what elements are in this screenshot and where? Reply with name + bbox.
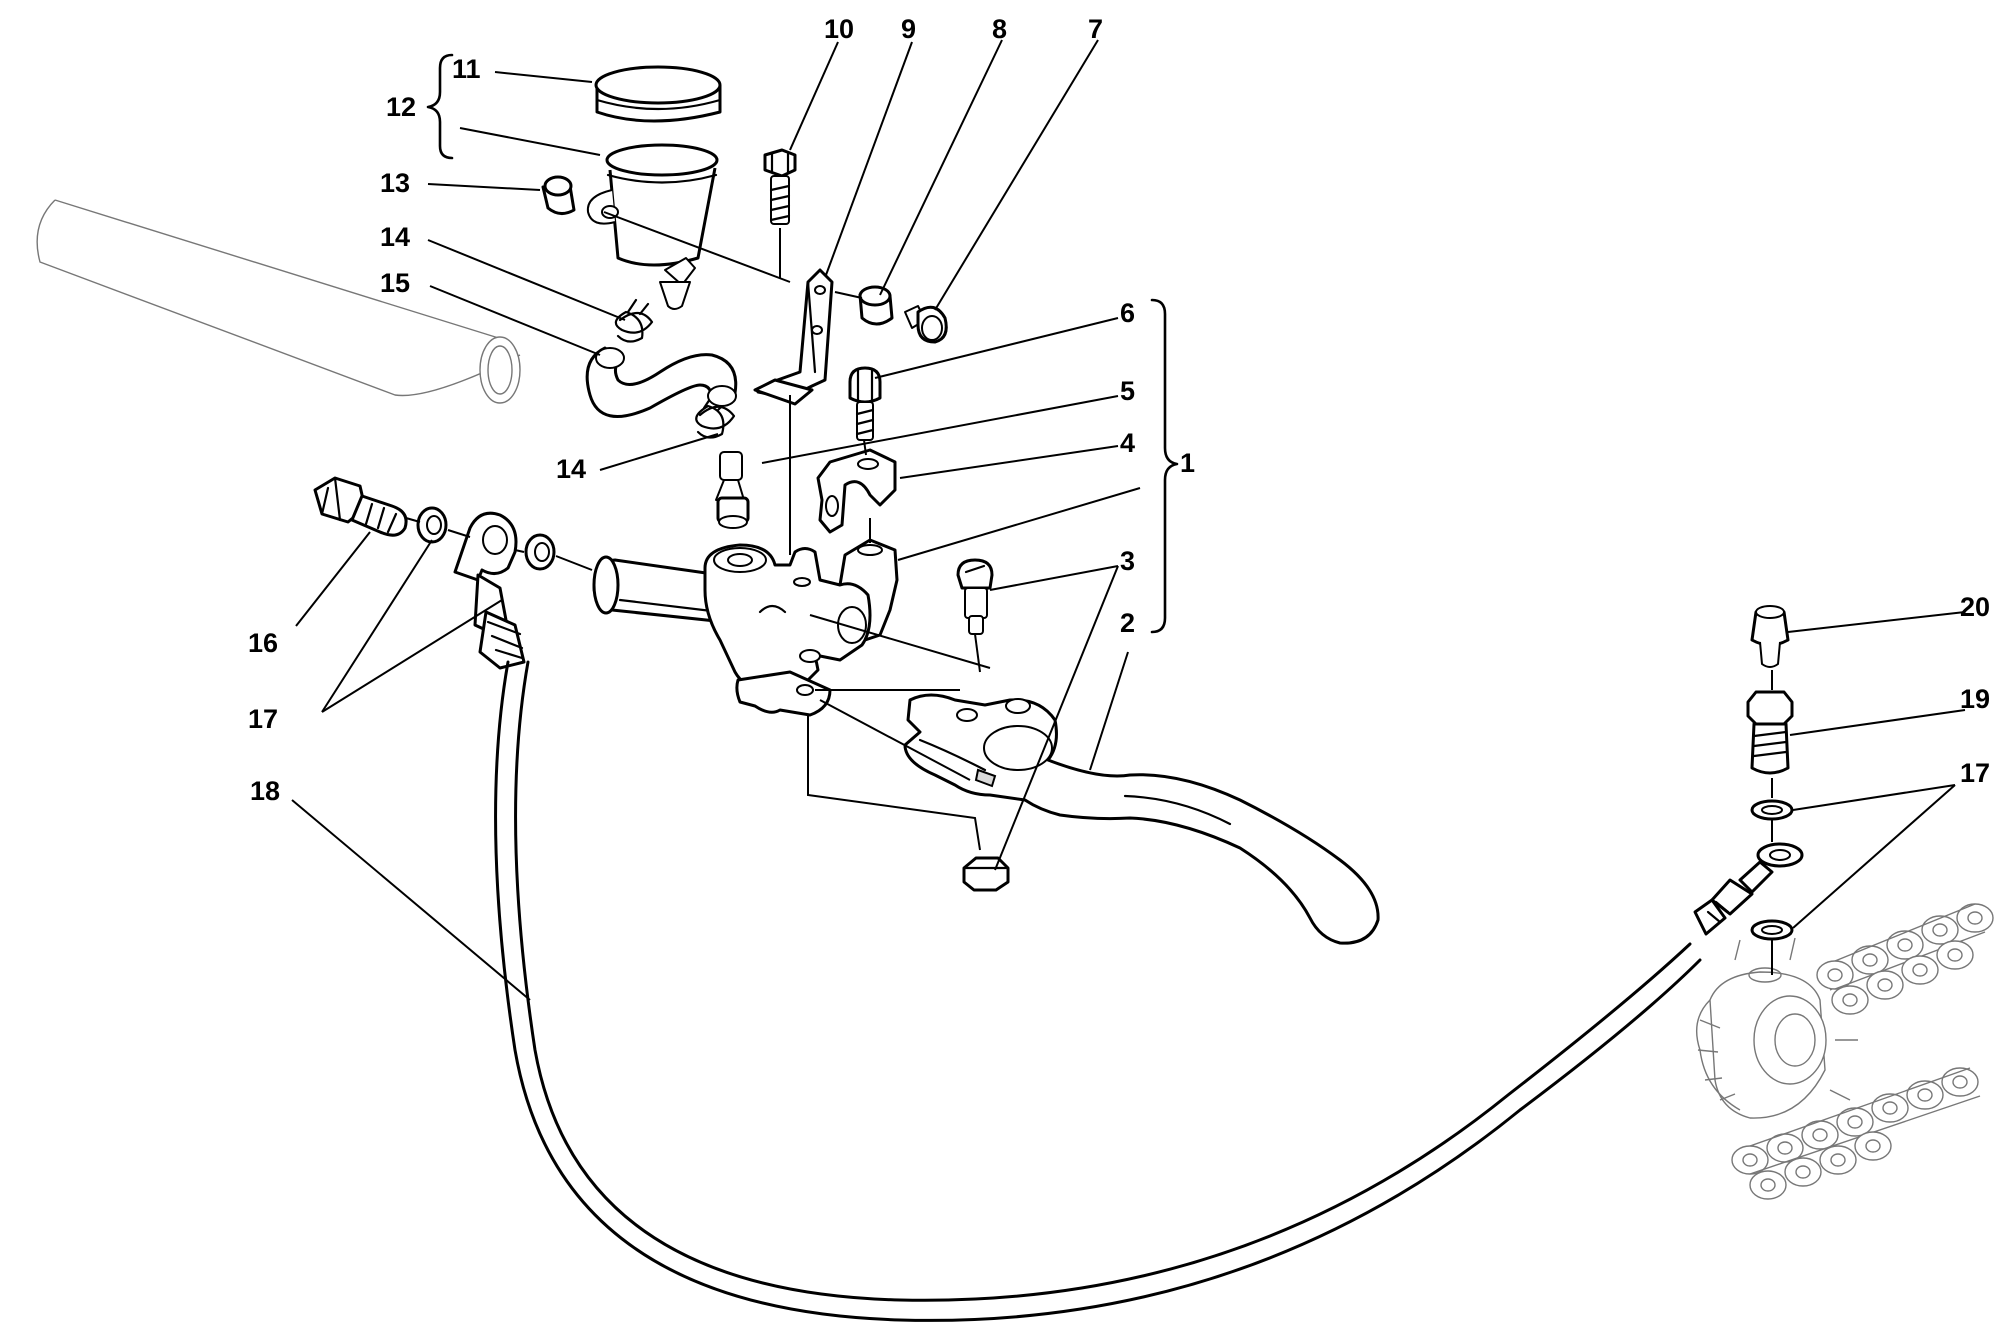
callout-numbers: 11 12 13 14 15 14 10 9 8 7 6 5 4 1 3 2 1… bbox=[248, 14, 1990, 806]
clutch-lever bbox=[903, 693, 1380, 945]
callout-12: 12 bbox=[386, 92, 416, 122]
bracket-bolt bbox=[763, 148, 797, 225]
callout-11: 11 bbox=[452, 54, 481, 84]
callout-17-left: 17 bbox=[248, 704, 278, 734]
callout-19: 19 bbox=[1960, 684, 1990, 714]
callout-8: 8 bbox=[992, 14, 1007, 44]
bleeder-cap bbox=[1750, 605, 1790, 668]
clutch-hose bbox=[494, 660, 1702, 1322]
slave-cylinder-sprocket bbox=[1696, 937, 1858, 1119]
callout-17-right: 17 bbox=[1960, 758, 1990, 788]
callout-7: 7 bbox=[1088, 14, 1103, 44]
callout-13: 13 bbox=[380, 168, 410, 198]
reservoir-nipple bbox=[659, 281, 691, 310]
brace-1 bbox=[1150, 298, 1179, 634]
banjo-fitting-right bbox=[1693, 842, 1804, 936]
assembly-axis-lines bbox=[405, 211, 1773, 975]
washer-right-1 bbox=[1750, 799, 1794, 821]
callout-10: 10 bbox=[824, 14, 854, 44]
brace-12 bbox=[426, 53, 454, 160]
callout-1: 1 bbox=[1180, 448, 1195, 478]
washer-left-1 bbox=[416, 506, 448, 544]
callout-16: 16 bbox=[248, 628, 278, 658]
callout-leaders bbox=[291, 39, 1966, 1001]
drive-chain bbox=[1731, 903, 1994, 1200]
callout-2: 2 bbox=[1120, 608, 1135, 638]
handlebar bbox=[36, 199, 521, 404]
reservoir-cap bbox=[594, 65, 722, 123]
hose-fitting bbox=[715, 451, 750, 529]
spacer bbox=[858, 285, 894, 326]
reservoir-screw bbox=[904, 305, 948, 344]
banjo-fitting-left bbox=[453, 511, 526, 670]
callout-14-lower: 14 bbox=[556, 454, 586, 484]
callout-4: 4 bbox=[1120, 428, 1135, 458]
washer-right-2 bbox=[1750, 919, 1794, 941]
callout-18: 18 bbox=[250, 776, 280, 806]
callout-15: 15 bbox=[380, 268, 410, 298]
bleeder-valve bbox=[1746, 690, 1794, 775]
master-cylinder-body bbox=[592, 543, 872, 717]
callout-20: 20 bbox=[1960, 592, 1990, 622]
hose-clamp-upper bbox=[614, 298, 654, 343]
callout-9: 9 bbox=[901, 14, 916, 44]
upper-clamp-half bbox=[816, 448, 897, 534]
callout-3: 3 bbox=[1120, 546, 1135, 576]
washer-left-2 bbox=[524, 533, 556, 571]
banjo-bolt bbox=[313, 476, 408, 537]
grommet bbox=[541, 175, 576, 215]
callout-6: 6 bbox=[1120, 298, 1135, 328]
lever-pivot-screw bbox=[956, 558, 994, 635]
reservoir bbox=[586, 143, 719, 286]
lever-pivot-nut bbox=[962, 856, 1010, 892]
callout-14-upper: 14 bbox=[380, 222, 410, 252]
reservoir-bracket bbox=[753, 268, 834, 406]
callout-5: 5 bbox=[1120, 376, 1135, 406]
reservoir-hose bbox=[585, 346, 738, 418]
